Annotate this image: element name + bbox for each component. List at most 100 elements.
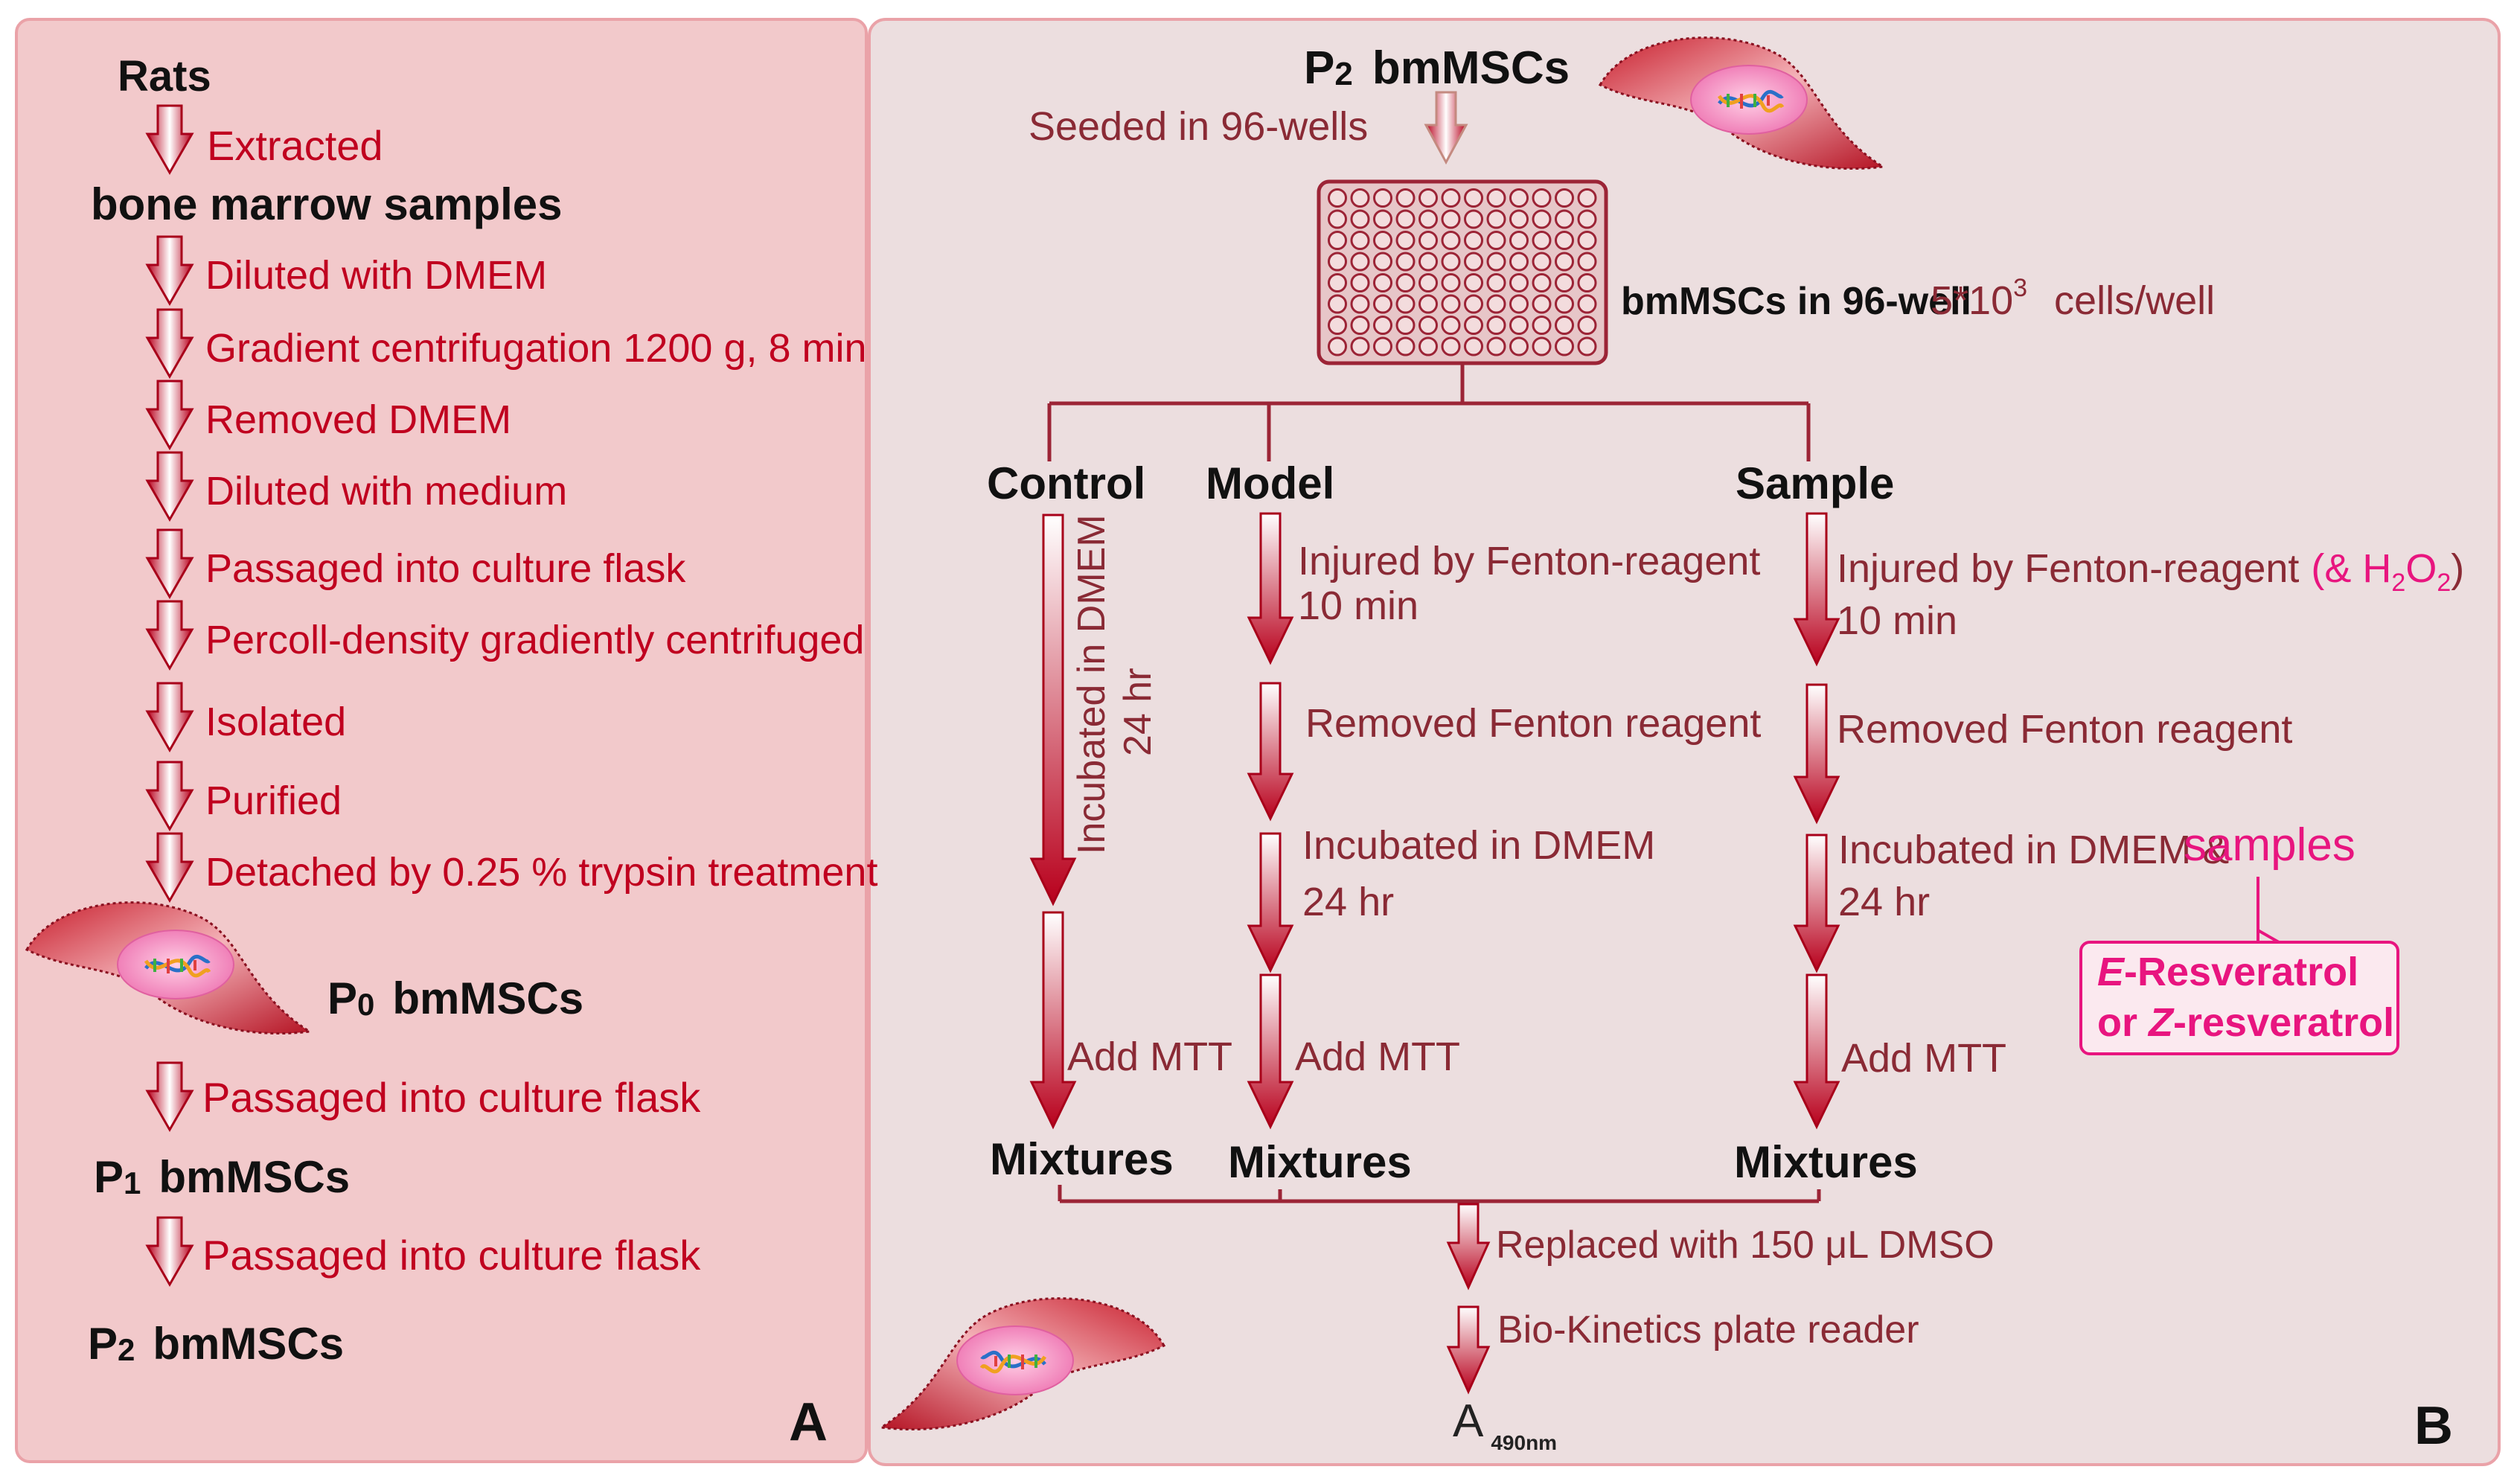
well: [1577, 231, 1597, 250]
group-sample-label: Sample: [1736, 458, 1894, 508]
well: [1418, 336, 1438, 356]
well: [1577, 188, 1597, 208]
down-arrow-icon: [1793, 512, 1840, 667]
well-plate-icon: [1317, 179, 1608, 365]
sample-injured-time: 10 min: [1837, 598, 1957, 643]
control-mixtures-label: Mixtures: [990, 1134, 1174, 1184]
control-time-label: 24 hr: [1116, 668, 1160, 756]
well: [1509, 336, 1529, 356]
well: [1395, 252, 1416, 272]
well: [1418, 188, 1438, 208]
down-arrow-icon: [1793, 834, 1840, 973]
extracted-label: Extracted: [207, 122, 383, 169]
well: [1555, 294, 1574, 314]
well: [1328, 336, 1347, 356]
merge-connector: [1058, 1185, 1821, 1203]
well: [1441, 209, 1461, 229]
well: [1395, 273, 1416, 292]
well: [1418, 294, 1438, 314]
well: [1486, 316, 1506, 335]
model-add-mtt-label: Add MTT: [1295, 1034, 1460, 1079]
well: [1464, 188, 1483, 208]
well: [1328, 188, 1347, 208]
panel-a-step-label: Percoll-density gradiently centrifuged: [205, 618, 864, 662]
well: [1441, 273, 1461, 292]
down-arrow-icon: [1793, 973, 1840, 1130]
well: [1441, 231, 1461, 250]
svg-text:E-Resveratrol: E-Resveratrol: [2097, 950, 2358, 994]
group-model-label: Model: [1206, 458, 1334, 508]
sample-time-label: 24 hr: [1838, 880, 1930, 924]
well: [1418, 316, 1438, 335]
model-removed-label: Removed Fenton reagent: [1305, 701, 1761, 746]
well: [1395, 316, 1416, 335]
well: [1577, 336, 1597, 356]
well: [1532, 252, 1552, 272]
well: [1532, 188, 1552, 208]
control-add-mtt-label: Add MTT: [1067, 1034, 1232, 1079]
well: [1486, 188, 1506, 208]
model-time-label: 24 hr: [1302, 880, 1394, 924]
well: [1328, 231, 1347, 250]
well: [1509, 231, 1529, 250]
well: [1395, 231, 1416, 250]
model-incubated-label: Incubated in DMEM: [1302, 823, 1655, 868]
well: [1464, 209, 1483, 229]
well: [1509, 273, 1529, 292]
well: [1577, 252, 1597, 272]
sample-removed-label: Removed Fenton reagent: [1837, 707, 2292, 752]
well: [1555, 273, 1574, 292]
well: [1486, 294, 1506, 314]
panel-a-letter: A: [789, 1392, 828, 1452]
well: [1464, 294, 1483, 314]
well: [1464, 231, 1483, 250]
well: [1441, 188, 1461, 208]
well: [1532, 336, 1552, 356]
sample-mixtures-label: Mixtures: [1734, 1137, 1918, 1187]
well: [1373, 316, 1392, 335]
down-arrow-icon: [1029, 911, 1077, 1130]
well: [1395, 294, 1416, 314]
well: [1418, 231, 1438, 250]
panel-a-background: [15, 18, 868, 1463]
well: [1464, 273, 1483, 292]
sample-add-mtt-label: Add MTT: [1841, 1036, 2006, 1081]
passage-1-label: Passaged into culture flask: [202, 1074, 701, 1121]
well: [1373, 209, 1392, 229]
down-arrow-icon: [1446, 1305, 1491, 1395]
well: [1441, 336, 1461, 356]
panel-a-step-label: Diluted with DMEM: [205, 253, 547, 298]
well: [1555, 209, 1574, 229]
well: [1486, 252, 1506, 272]
well: [1577, 316, 1597, 335]
model-mixtures-label: Mixtures: [1228, 1137, 1412, 1187]
panel-a-step-label: Passaged into culture flask: [205, 546, 686, 591]
group-control-label: Control: [987, 458, 1145, 508]
well: [1555, 252, 1574, 272]
well: [1555, 336, 1574, 356]
well: [1373, 336, 1392, 356]
well: [1532, 316, 1552, 335]
well: [1350, 273, 1370, 292]
well: [1441, 316, 1461, 335]
well: [1486, 273, 1506, 292]
down-arrow-icon: [1247, 512, 1294, 665]
panel-a-step-label: Isolated: [205, 700, 346, 744]
well: [1509, 316, 1529, 335]
well: [1577, 273, 1597, 292]
well: [1373, 273, 1392, 292]
down-arrow-icon: [1247, 682, 1294, 822]
rats-label: Rats: [118, 52, 211, 100]
well: [1373, 231, 1392, 250]
well: [1418, 273, 1438, 292]
model-injured-time: 10 min: [1298, 583, 1418, 628]
control-incubated-label: Incubated in DMEM: [1070, 514, 1113, 854]
bone-marrow-label: bone marrow samples: [91, 179, 563, 229]
control-long-arrow: [1029, 514, 1077, 906]
well: [1486, 209, 1506, 229]
